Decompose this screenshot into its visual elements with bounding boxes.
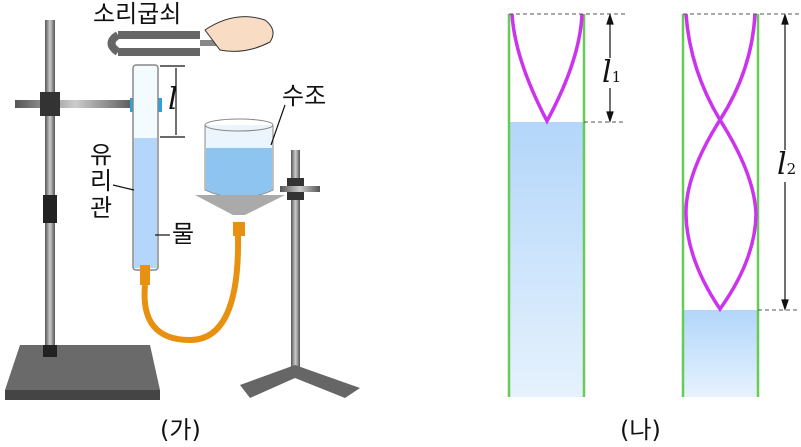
tube-1 <box>507 13 586 397</box>
water-tank <box>195 118 285 236</box>
l1-label: l1 <box>602 55 622 90</box>
dashed-guides <box>509 13 800 311</box>
standing-wave-2 <box>684 13 758 313</box>
glass-tube-label: 유리관 <box>90 141 113 222</box>
tube-2 <box>681 13 760 397</box>
length-marker-l <box>112 65 286 236</box>
l2-main: l <box>777 147 787 182</box>
panel-a-caption: (가) <box>160 416 201 444</box>
l1-main: l <box>602 55 612 90</box>
l2-label: l2 <box>777 147 797 182</box>
right-stand <box>240 150 360 398</box>
rubber-hose <box>141 234 242 344</box>
tuning-fork-label: 소리굽쇠 <box>93 0 182 28</box>
l2-subscript: 2 <box>786 160 797 178</box>
standing-wave-1 <box>510 13 584 125</box>
water-label: 물 <box>172 220 195 248</box>
l1-subscript: 1 <box>611 68 622 86</box>
tuning-fork <box>107 16 274 56</box>
dimension-arrows <box>606 13 789 311</box>
glass-tube <box>132 64 159 285</box>
panel-b-caption: (나) <box>620 416 661 444</box>
water-tank-label: 수조 <box>282 82 327 110</box>
length-l-label: l <box>168 82 178 117</box>
